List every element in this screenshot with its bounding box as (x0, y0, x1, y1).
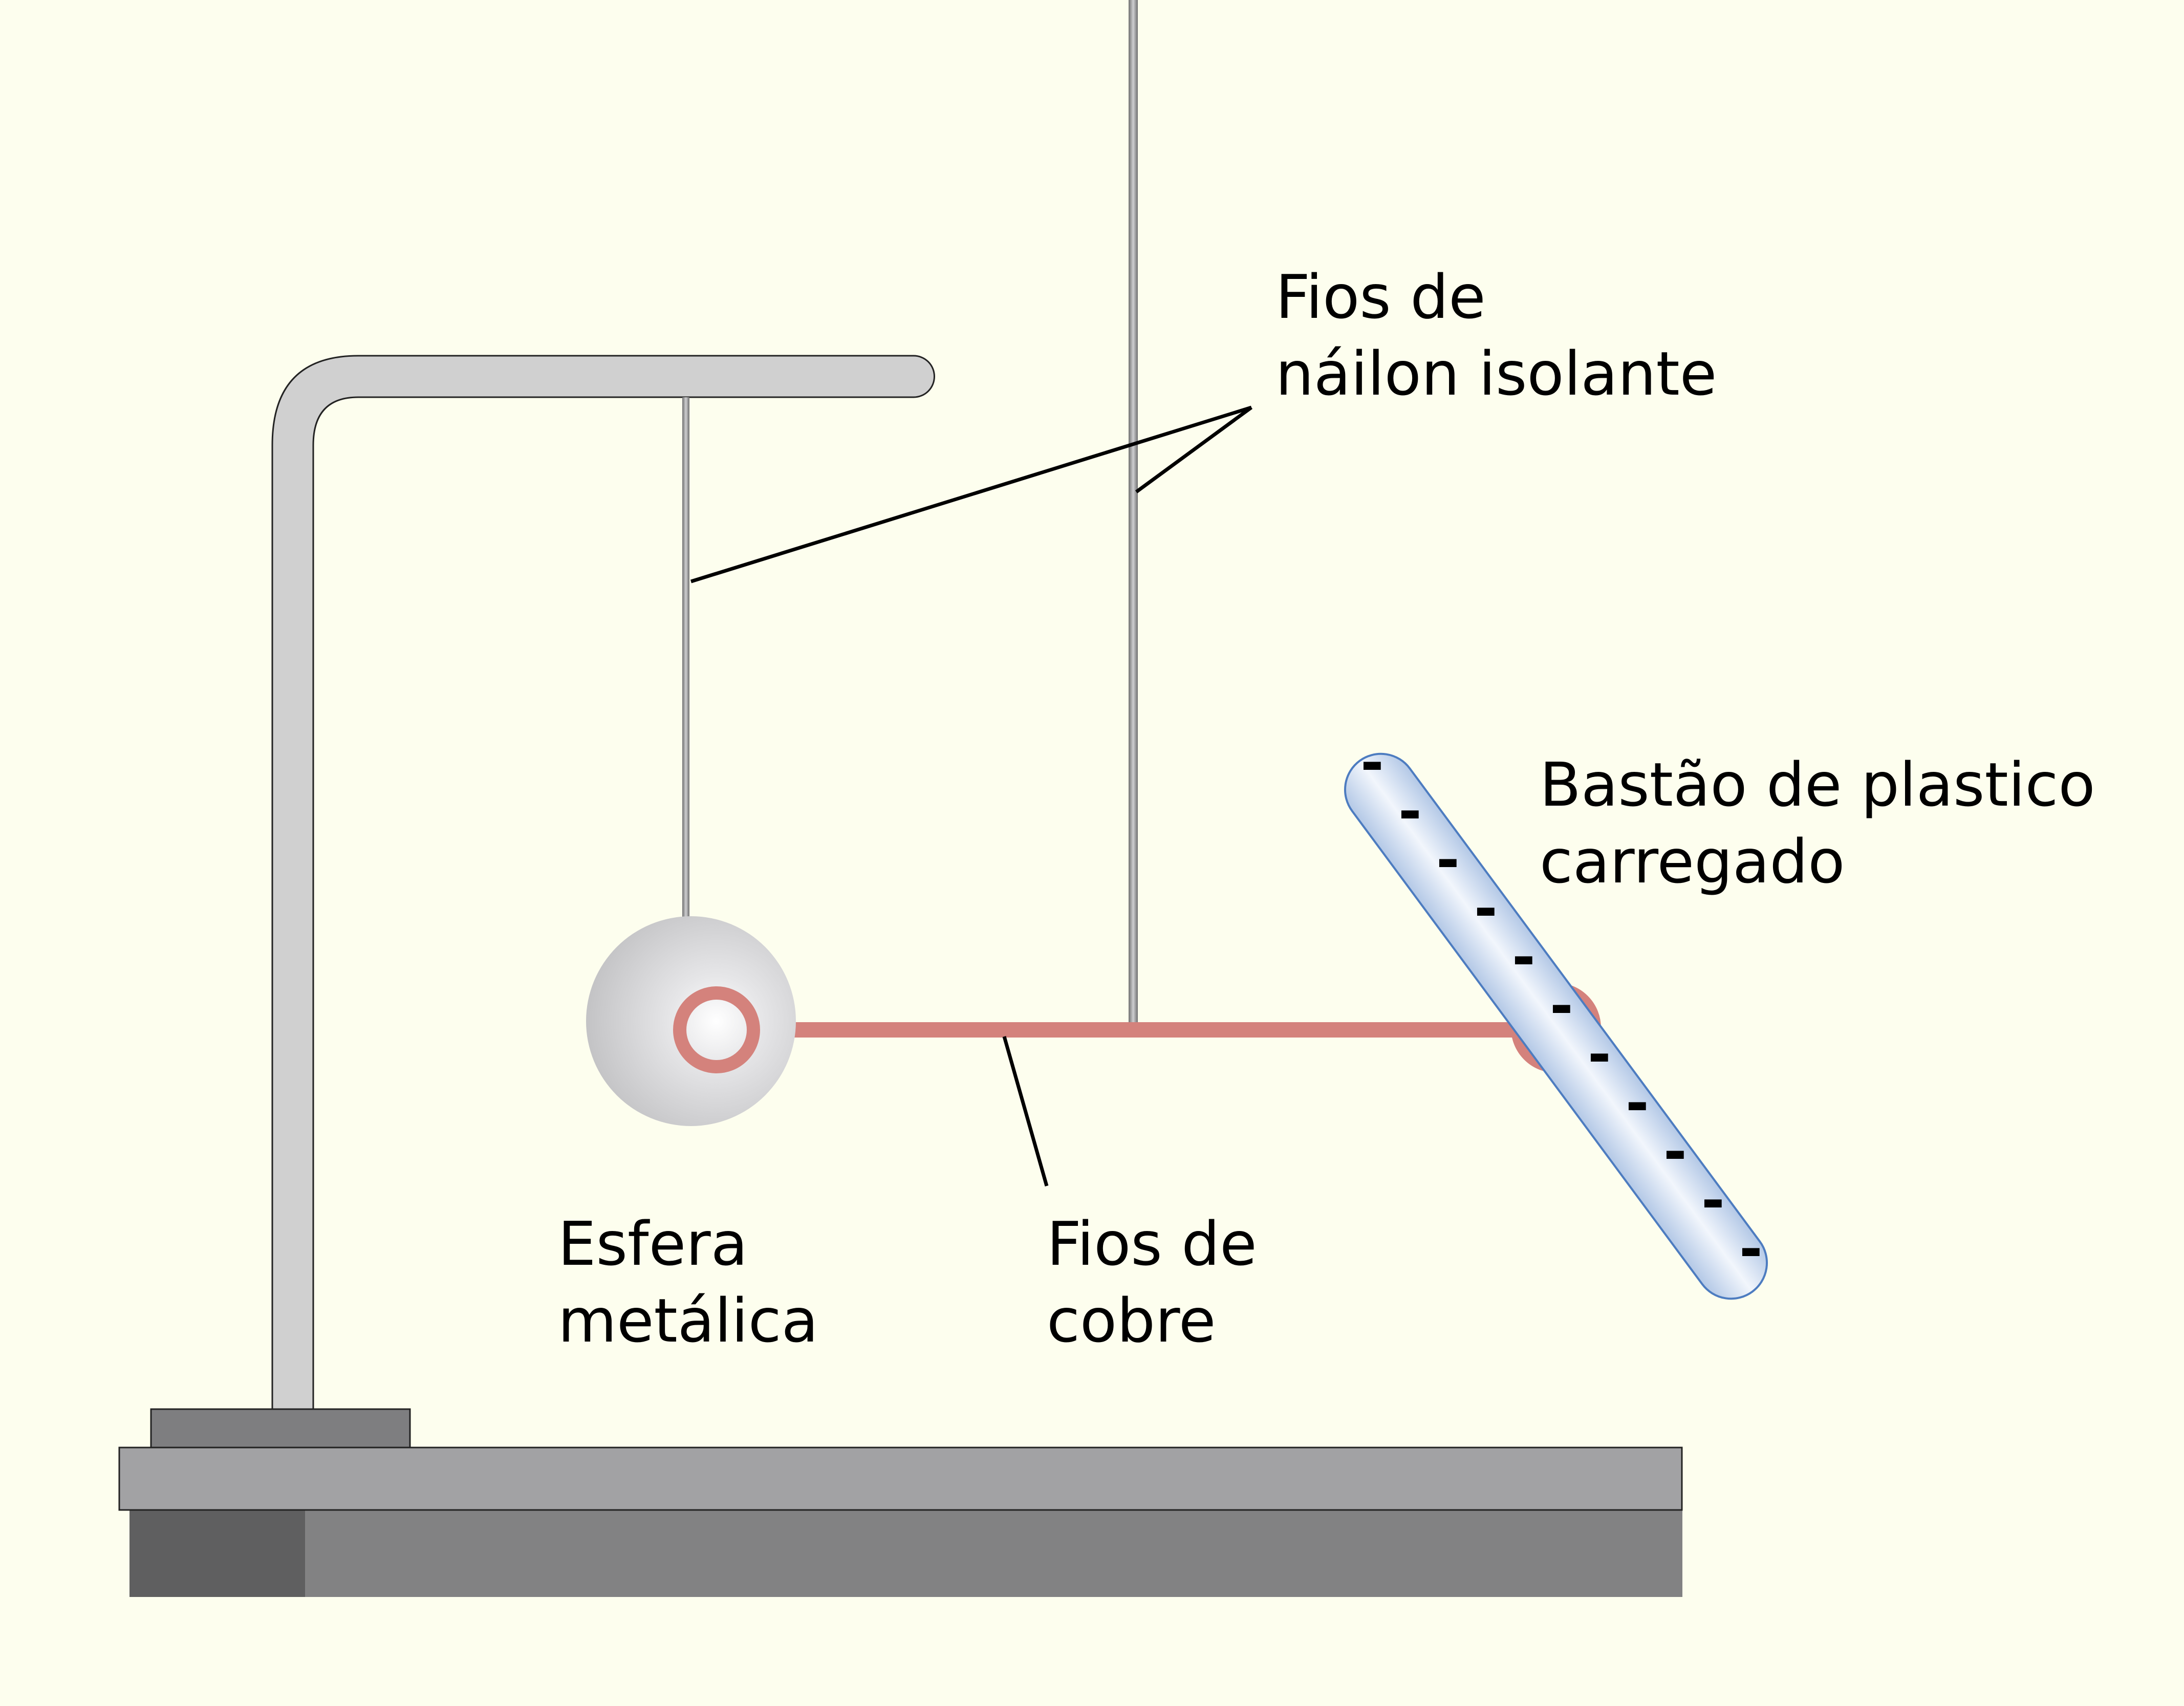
charge-sign: - (1436, 827, 1460, 893)
label-rod-line1: Bastão de plastico (1540, 749, 2095, 820)
rod-body (1344, 752, 1768, 1300)
charge-sign: - (1474, 876, 1498, 941)
charge-sign: - (1739, 1216, 1763, 1282)
metal-sphere (586, 916, 796, 1126)
label-plastic-rod: Bastão de plastico carregado (1540, 746, 2095, 900)
base-top-plate (118, 1446, 1683, 1511)
charge-sign: - (1550, 973, 1573, 1039)
label-copper-wire: Fios de cobre (1047, 1205, 1257, 1359)
plastic-rod (1344, 752, 1768, 1300)
stand-base (118, 1408, 1683, 1597)
label-copper-line2: cobre (1047, 1285, 1216, 1356)
label-rod-line2: carregado (1540, 826, 1845, 897)
label-metal-sphere: Esfera metálica (558, 1205, 818, 1359)
label-nylon-threads: Fios de náilon isolante (1275, 258, 1717, 412)
copper-loop-sphere (673, 986, 760, 1073)
charge-sign: - (1663, 1119, 1687, 1184)
base-front-shadow (129, 1510, 305, 1597)
label-nylon-line2: náilon isolante (1275, 338, 1717, 409)
label-nylon-line1: Fios de (1275, 262, 1486, 332)
leader-nylon-wire (1135, 406, 1253, 493)
stand-arm (271, 355, 935, 1410)
label-sphere-line2: metálica (558, 1285, 818, 1356)
label-copper-line1: Fios de (1047, 1208, 1257, 1279)
nylon-thread-wire (1129, 0, 1138, 1024)
charge-sign: - (1588, 1022, 1611, 1087)
charge-sign: - (1360, 730, 1384, 795)
stand-foot (150, 1408, 411, 1449)
charge-sign: - (1512, 924, 1536, 990)
leader-copper (1002, 1036, 1049, 1186)
base-front-face (129, 1510, 1682, 1597)
leader-nylon-sphere (690, 405, 1252, 584)
charge-sign: - (1398, 779, 1422, 844)
nylon-thread-sphere (682, 397, 689, 935)
label-sphere-line1: Esfera (558, 1208, 748, 1279)
charge-sign: - (1701, 1168, 1725, 1233)
charge-sign: - (1626, 1070, 1649, 1136)
leader-lines (690, 405, 1253, 1186)
